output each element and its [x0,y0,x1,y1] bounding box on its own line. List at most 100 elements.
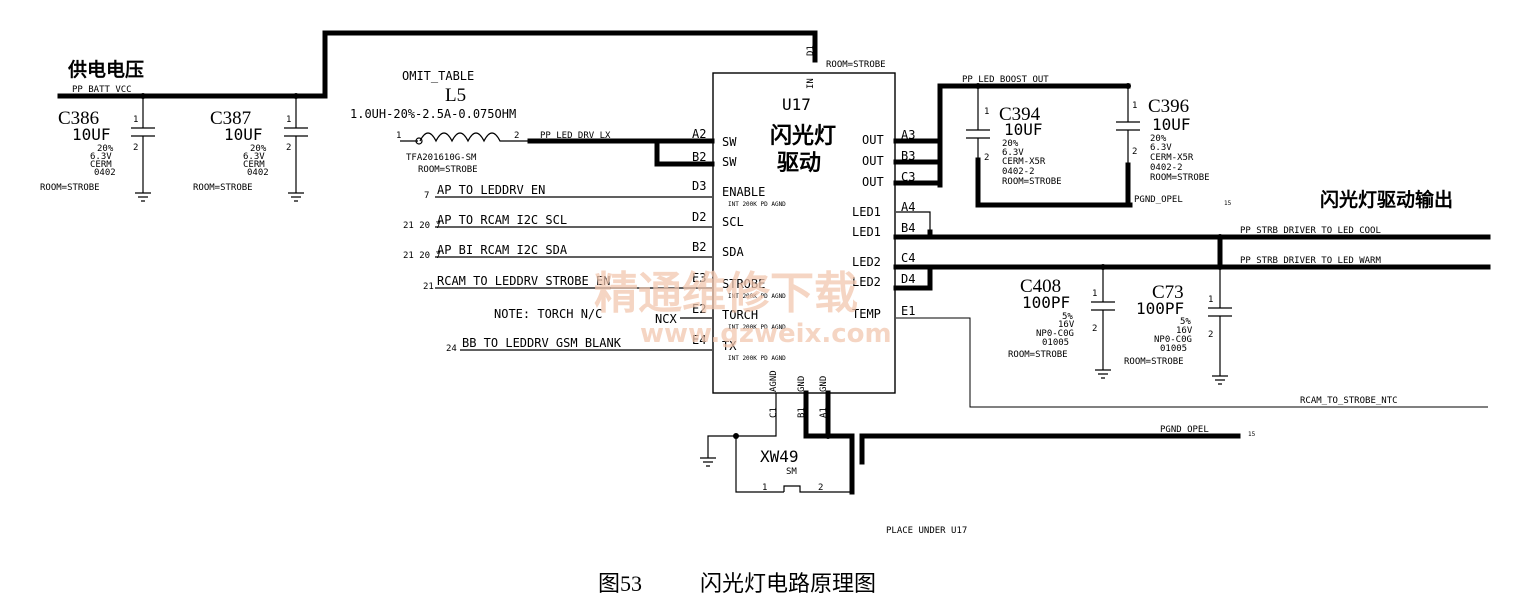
pin-c3-name: OUT [862,175,884,189]
net-warm: PP_STRB_DRIVER_TO_LED_WARM [1240,256,1381,266]
c386-pin1: 1 [133,115,138,125]
capacitor-c387: C387 10UF 20% 6.3V CERM 0402 ROOM=STROBE… [193,96,308,202]
watermark-line2: www.gzweix.com [640,319,892,349]
pin-a1-num: A1 [819,407,829,418]
c386-type: CERM [90,160,112,170]
pin-b3-name: OUT [862,154,884,168]
c408-tol: 5% [1062,312,1073,322]
pin-e2-name: TORCH [722,308,758,322]
inductor-l5: OMIT_TABLE L5 1.0UH-20%-2.5A-0.075OHM 1 … [350,69,715,175]
c73-tol: 5% [1180,317,1191,327]
c394-ref: C394 [999,104,1041,125]
figure-caption: 图53 闪光灯电路原理图 [598,571,876,596]
pin-e1-num: E1 [901,304,915,318]
pin-agnd-name: AGND [769,370,779,392]
c394-tol: 20% [1002,139,1019,149]
c408-pkg: 01005 [1042,338,1069,348]
net-pgnd-bottom: PGND_OPEL [1160,425,1209,435]
pin-e3-num: E3 [692,271,706,285]
net-strobe: RCAM_TO_LEDDRV_STROBE_EN [437,274,610,288]
led-pin-join [893,229,933,291]
pin-c1-num: C1 [769,407,779,418]
c396-pin2: 2 [1132,147,1137,157]
watermark-line1: 精通维修下载 [594,268,858,319]
pin-gnd-b1-name: GND [797,376,807,392]
c386-pin2: 2 [133,143,138,153]
pin-b2-name: SW [722,155,737,169]
c396-value: 10UF [1152,115,1191,134]
pin-a2-num: A2 [692,127,706,141]
l5-pin2: 2 [514,131,519,141]
c386-pkg: 0402 [94,168,116,178]
pin-e3-note: INT 200K PD AGND [728,293,786,300]
capacitor-c386: C386 10UF 20% 6.3V CERM 0402 ROOM=STROBE… [40,96,155,202]
c387-pin2: 2 [286,143,291,153]
battery-rail-to-ic [322,30,818,99]
pin-e4-name: TX [722,339,737,353]
c387-type: CERM [243,160,265,170]
pin-b1-num: B1 [797,407,807,418]
c408-pin2: 2 [1092,324,1097,334]
pin-e4-num: E4 [692,333,706,347]
left-signals: 7 AP_TO_LEDDRV_EN 21 20 7 AP_TO_RCAM_I2C… [403,183,712,354]
pin-d3-note: INT 200K PD AGND [728,201,786,208]
net-cool: PP_STRB_DRIVER_TO_LED_COOL [1240,226,1381,236]
c396-pkg: 0402-2 [1150,163,1183,173]
out-pins-bus [893,138,943,186]
pin-sda-num: B2 [692,240,706,254]
c73-room: ROOM=STROBE [1124,357,1184,367]
net-pp-batt-vcc: PP_BATT_VCC [72,85,132,95]
note-ncx: NCX [655,312,677,326]
pin-e3-name: STROBE [722,277,765,291]
net-led-boost-out: PP_LED_BOOST_OUT [962,75,1049,85]
l5-ref: L5 [445,85,466,106]
l5-part: TFA201610G-SM [406,153,477,163]
jumper-pkg: SM [786,467,797,477]
c394-gnd-bus [975,157,1133,208]
pin-b4-name: LED1 [852,225,881,239]
led-outputs: 闪光灯驱动输出 PP_STRB_DRIVER_TO_LED_COOL PP_ST… [893,188,1491,408]
ref-sda: 21 20 7 [403,251,441,261]
c387-ref: C387 [210,108,251,129]
c73-value: 100PF [1136,299,1184,318]
c396-pin1: 1 [1132,101,1137,111]
c394-pin2: 2 [984,153,989,163]
c396-tol: 20% [1150,134,1167,144]
pin-sda-name: SDA [722,245,744,259]
c387-room: ROOM=STROBE [193,183,253,193]
note-torch: NOTE: TORCH N/C [494,307,602,321]
lx-bus-b2 [654,138,715,167]
pin-d2-name: SCL [722,215,744,229]
c386-room: ROOM=STROBE [40,183,100,193]
net-scl: AP_TO_RCAM_I2C_SCL [437,213,567,227]
jumper-ref: XW49 [760,447,799,466]
pin-d3-num: D3 [692,179,706,193]
ref-strobe: 21 [423,282,434,292]
c408-type: NP0-C0G [1036,329,1074,339]
net-gsm: BB_TO_LEDDRV_GSM_BLANK [462,336,622,350]
pin-a3-name: OUT [862,133,884,147]
ref-gsm: 24 [446,344,457,354]
pin-e4-note: INT 200K PD AGND [728,355,786,362]
pin-gnd-a1-name: GND [819,376,829,392]
c386-volt: 6.3V [90,152,112,162]
ground-section: PGND_OPEL 15 XW49 SM 1 2 PLACE UNDER U17 [700,390,1256,536]
net-led-drv-lx: PP_LED_DRV_LX [540,131,611,141]
c408-room: ROOM=STROBE [1008,350,1068,360]
c394-pkg: 0402-2 [1002,167,1035,177]
boost-output: PP_LED_BOOST_OUT C394 10UF 20% 6.3V CERM… [893,75,1232,208]
output-label: 闪光灯驱动输出 [1320,188,1453,211]
c387-value: 10UF [224,125,263,144]
l5-spec: 1.0UH-20%-2.5A-0.075OHM [350,107,516,121]
c408-ref: C408 [1020,276,1061,297]
ntc-wire [896,317,1488,408]
ic-ref: U17 [782,95,811,114]
pin-e2-num: E2 [692,302,706,316]
supply-section: 供电电压 PP_BATT_VCC D1 ROOM=STROBE [57,30,886,99]
c408-volt: 16V [1058,320,1075,330]
c73-pkg: 01005 [1160,344,1187,354]
pin-d2-num: D2 [692,210,706,224]
c396-volt: 6.3V [1150,143,1172,153]
